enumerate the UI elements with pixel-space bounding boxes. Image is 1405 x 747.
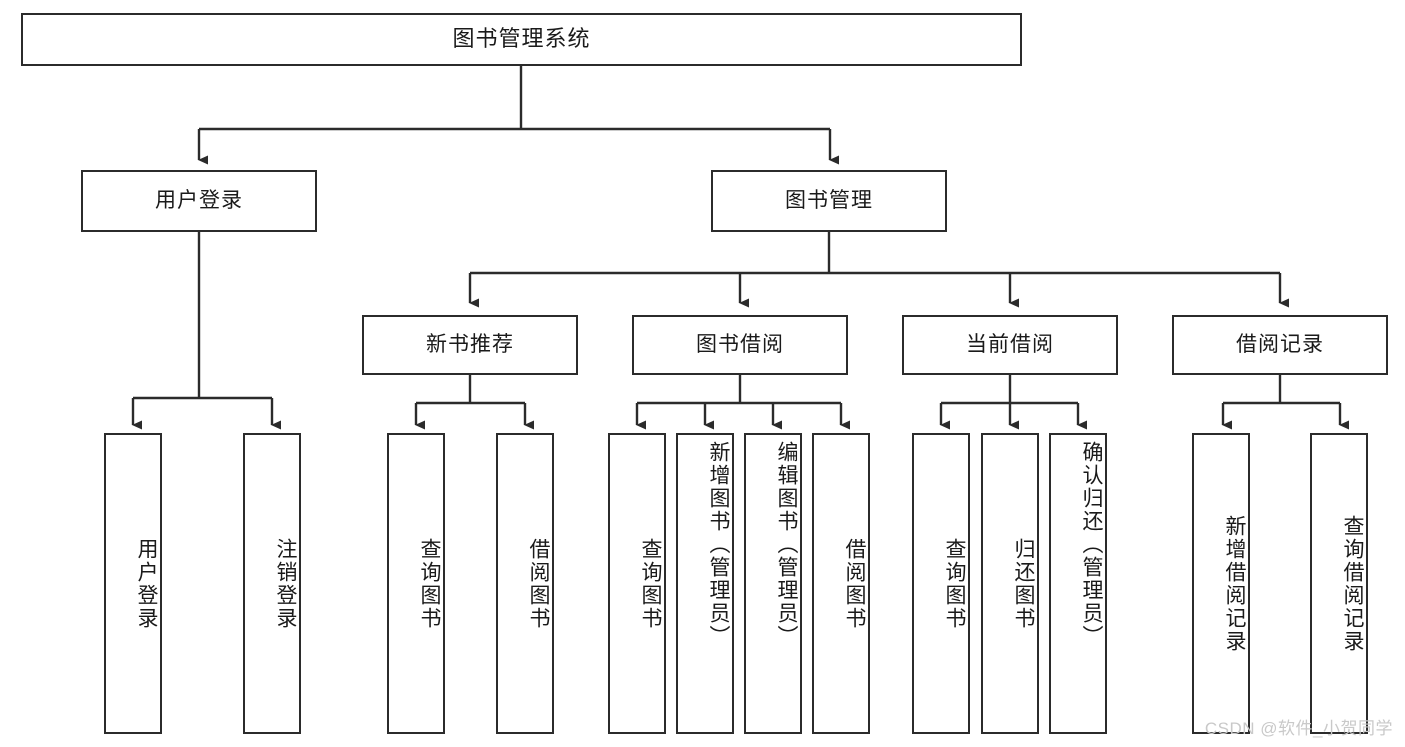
node-book-management[interactable]: 图书管理	[711, 170, 947, 232]
watermark-text: CSDN @软件_小贺同学	[1204, 719, 1393, 738]
node-new-book-recommend[interactable]: 新书推荐	[362, 315, 578, 375]
leaf-borrow-record-query[interactable]: 查询借阅记录	[1310, 433, 1368, 734]
leaf-book-borrow-edit-admin[interactable]: 编辑图书（管理员）	[744, 433, 802, 734]
leaf-borrow-record-add[interactable]: 新增借阅记录	[1192, 433, 1250, 734]
node-user-login[interactable]: 用户登录	[81, 170, 317, 232]
leaf-book-borrow-add-admin[interactable]: 新增图书（管理员）	[676, 433, 734, 734]
leaf-new-book-query[interactable]: 查询图书	[387, 433, 445, 734]
leaf-new-book-borrow[interactable]: 借阅图书	[496, 433, 554, 734]
node-book-borrow[interactable]: 图书借阅	[632, 315, 848, 375]
leaf-current-borrow-confirm-admin[interactable]: 确认归还（管理员）	[1049, 433, 1107, 734]
leaf-user-login-login[interactable]: 用户登录	[104, 433, 162, 734]
leaf-book-borrow-query[interactable]: 查询图书	[608, 433, 666, 734]
leaf-current-borrow-query[interactable]: 查询图书	[912, 433, 970, 734]
node-root-system[interactable]: 图书管理系统	[21, 13, 1022, 66]
leaf-user-login-logout[interactable]: 注销登录	[243, 433, 301, 734]
leaf-current-borrow-return[interactable]: 归还图书	[981, 433, 1039, 734]
node-current-borrow[interactable]: 当前借阅	[902, 315, 1118, 375]
node-borrow-record[interactable]: 借阅记录	[1172, 315, 1388, 375]
leaf-book-borrow-borrow[interactable]: 借阅图书	[812, 433, 870, 734]
